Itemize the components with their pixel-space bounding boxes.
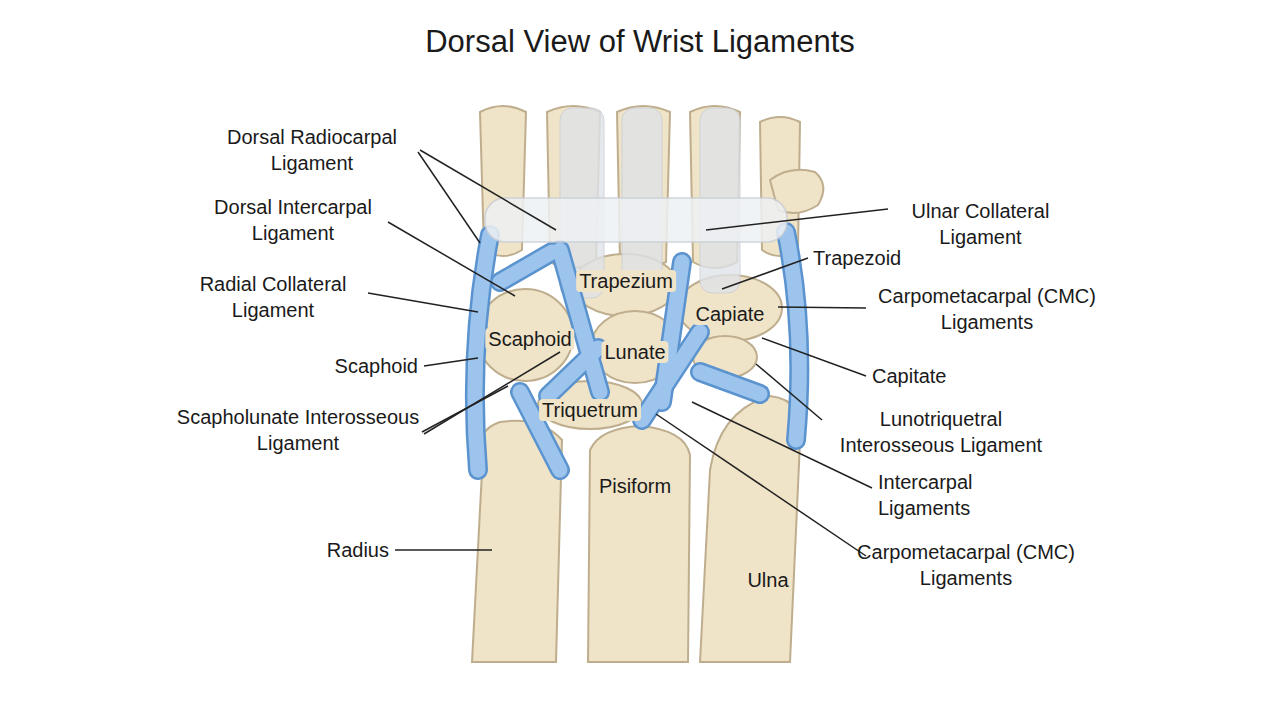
leader-line (756, 364, 822, 420)
part-label: Scapholunate Interosseous Ligament (173, 404, 423, 456)
ligament (475, 235, 490, 470)
part-label: Trapezoid (813, 245, 933, 271)
part-label: Intercarpal Ligaments (878, 469, 1003, 521)
part-label: Ulnar Collateral Ligament (893, 198, 1068, 250)
diagram-title: Dorsal View of Wrist Ligaments (0, 22, 1280, 62)
part-label: Dorsal Radiocarpal Ligament (212, 124, 412, 176)
leader-line (420, 150, 556, 230)
bone-name: Pisiform (596, 475, 674, 497)
ligament (700, 372, 760, 394)
leader-line (368, 293, 478, 312)
part-label: Radial Collateral Ligament (183, 271, 363, 323)
bone-name: Capiate (693, 303, 768, 325)
leader-line (722, 258, 808, 289)
ligament (500, 252, 552, 282)
bone-name: Lunate (601, 341, 668, 363)
forearm-shaft (588, 426, 690, 662)
part-label: Carpometacarpal (CMC) Ligaments (850, 539, 1082, 591)
leader-line (656, 414, 866, 556)
part-label: Capitate (872, 363, 982, 389)
leader-line (778, 307, 866, 308)
bone-name: Triquetrum (539, 399, 641, 421)
dorsal-band (485, 198, 787, 242)
part-label: Carpometacarpal (CMC) Ligaments (871, 283, 1103, 335)
leader-line (706, 209, 888, 230)
leader-line (424, 358, 478, 366)
leader-line (395, 549, 492, 551)
leader-line (762, 338, 866, 376)
bone-name: Scaphoid (485, 328, 574, 350)
leader-line (388, 222, 515, 296)
part-label: Scaphoid (318, 353, 418, 379)
leader-line (418, 152, 480, 243)
ulna-bone (700, 396, 801, 662)
part-label: Dorsal Intercarpal Ligament (198, 194, 388, 246)
bone-name: Trapezium (576, 270, 676, 292)
part-label: Ulna (736, 567, 800, 593)
part-label: Lunotriquetral Interosseous Ligament (830, 406, 1052, 458)
leader-line (424, 352, 560, 434)
part-label: Radius (309, 537, 389, 563)
